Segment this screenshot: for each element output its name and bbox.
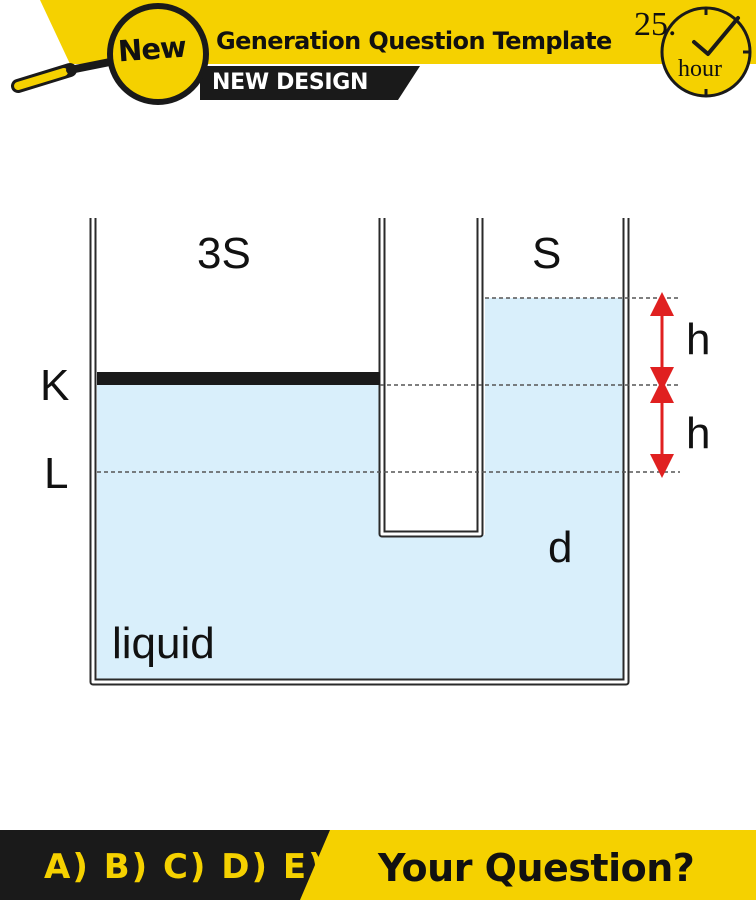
clock-icon [660,6,752,98]
label-lower-gap: h [686,409,711,458]
checkmark-icon [692,16,740,56]
page-title: Generation Question Template [216,27,612,55]
footer-yellow-band [300,830,756,900]
header-yellow-band [40,0,756,64]
footer-graphics [0,830,756,900]
label-right-area: S [532,229,562,278]
label-upper-gap: h [686,315,711,364]
header-subtitle-ribbon [200,66,420,100]
label-level-l: L [44,449,69,498]
liquid-right-region [485,298,623,680]
page-subtitle: NEW DESIGN [212,70,369,95]
piston [97,372,380,385]
label-density: d [548,523,573,572]
label-liquid: liquid [112,619,215,668]
clock-number: 25. [634,6,677,43]
magnifier-icon [11,3,209,105]
inner-tube-inner [380,218,482,536]
inner-tube-outer [378,218,484,538]
answer-options: A) B) C) D) E) [44,847,326,887]
container-wall-inner [91,218,628,684]
clock-unit: hour [678,56,722,82]
liquid-left-region [97,385,381,680]
header-graphics [11,0,756,105]
liquid-under-tube [381,535,485,680]
label-level-k: K [40,361,70,410]
vessel-diagram [89,218,680,686]
question-prompt: Your Question? [378,846,695,890]
label-left-area: 3S [197,229,251,278]
